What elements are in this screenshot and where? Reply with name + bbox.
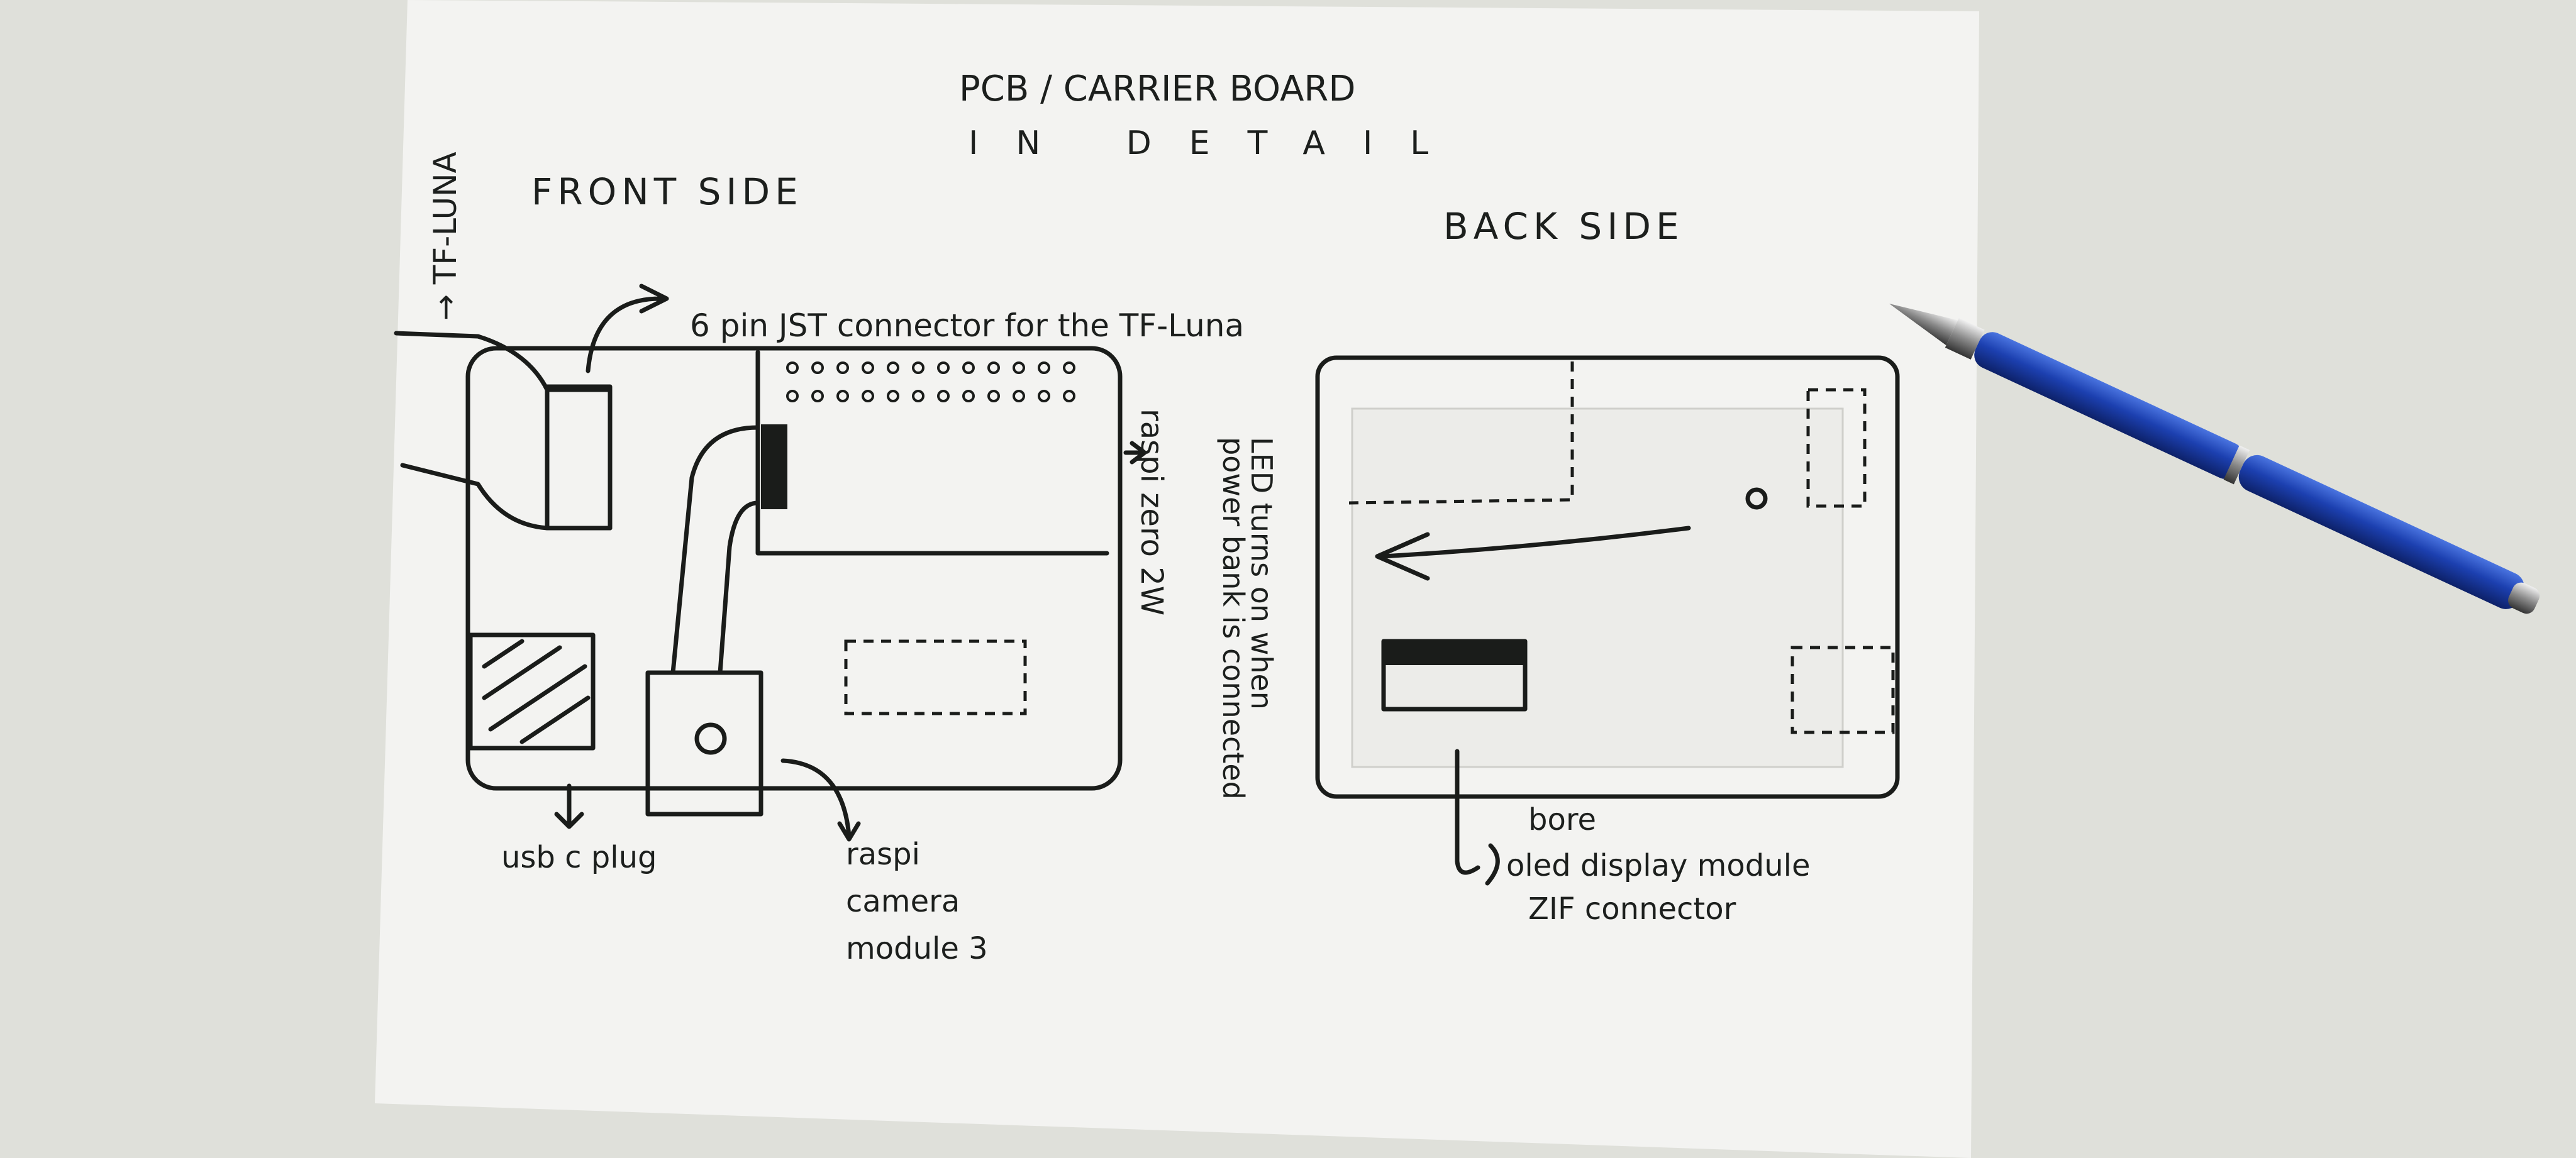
- camera-label-1: raspi: [846, 837, 920, 872]
- usb-c-plug: [468, 632, 596, 751]
- camera-module: [645, 670, 763, 817]
- front-side-heading: FRONT SIDE: [531, 170, 803, 213]
- camera-label-3: module 3: [846, 931, 988, 966]
- jst-connector: [545, 384, 613, 531]
- jst-connector-label: 6 pin JST connector for the TF-Luna: [690, 307, 1244, 344]
- tf-luna-label: → TF-LUNA: [427, 152, 464, 321]
- camera-zif: [761, 424, 787, 509]
- gpio-header: [786, 361, 1075, 402]
- led-label-2: power bank is connected: [1216, 437, 1250, 800]
- zif-label: ZIF connector: [1528, 891, 1736, 927]
- bore-hole: [1745, 487, 1768, 510]
- title-line-2: IN DETAIL: [969, 124, 1466, 162]
- raspi-zero-label: raspi zero 2W: [1134, 409, 1169, 615]
- led-label-1: LED turns on when: [1245, 437, 1279, 710]
- ballpoint-pen: [1889, 304, 2540, 614]
- taped-paper: [1351, 407, 1844, 768]
- back-side-heading: BACK SIDE: [1443, 205, 1684, 248]
- camera-label-2: camera: [846, 884, 960, 919]
- title-line-1: PCB / CARRIER BOARD: [959, 69, 1355, 109]
- paper-sheet: [375, 0, 1979, 1158]
- oled-label: oled display module: [1506, 848, 1811, 883]
- bore-label: bore: [1528, 802, 1596, 837]
- back-board-drawing: [1315, 355, 1900, 886]
- usb-c-label: usb c plug: [501, 840, 657, 875]
- front-board-drawing: [394, 284, 1147, 842]
